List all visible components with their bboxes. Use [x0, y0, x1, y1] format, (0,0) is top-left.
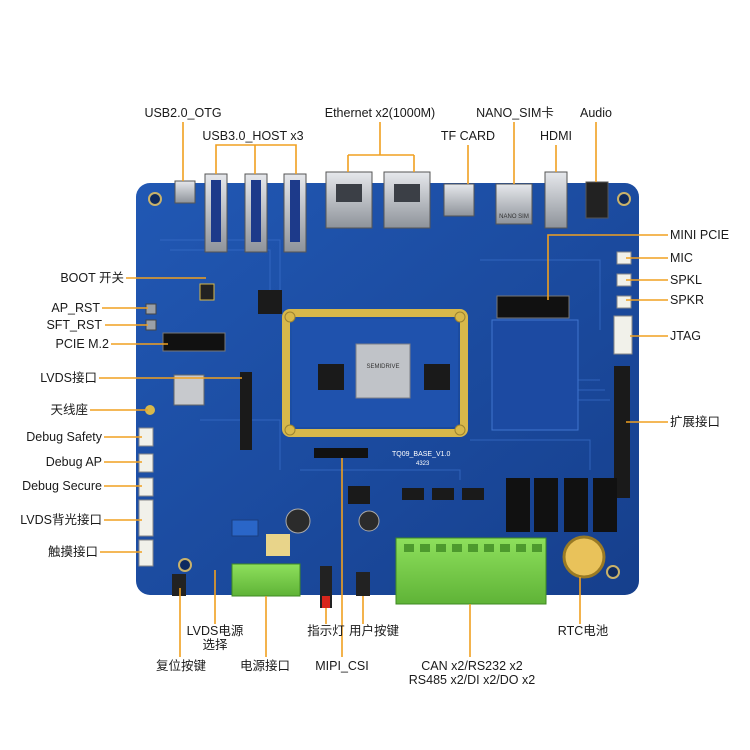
audio-jack: [585, 181, 609, 219]
label-audio: Audio: [580, 106, 612, 120]
user-button-part: [356, 572, 370, 596]
reset-buttons: [145, 303, 157, 331]
board-date-silk: 4323: [416, 461, 430, 467]
indicator-led-tip: [322, 596, 330, 608]
left-side-connectors: [138, 427, 154, 567]
label-nano-sim: NANO_SIM卡: [476, 106, 554, 120]
label-lvds-power-line1: LVDS电源: [186, 624, 244, 638]
label-can-line1: CAN x2/RS232 x2: [421, 659, 523, 673]
label-expansion: 扩展接口: [670, 415, 721, 429]
label-touch: 触摸接口: [47, 545, 98, 559]
memory-chips: [318, 364, 450, 390]
label-power-port: 电源接口: [239, 659, 290, 673]
mounting-holes: [148, 192, 631, 579]
expansion-header: [614, 366, 630, 498]
mipi-csi-connector: [314, 448, 368, 458]
label-lvds-power: LVDS电源 选择: [180, 624, 250, 652]
label-debug-secure: Debug Secure: [22, 479, 102, 493]
label-indicator: 指示灯: [307, 624, 345, 638]
board-model-silk: TQ09_BASE_V1.0: [392, 451, 450, 458]
ic-chip: [258, 290, 282, 314]
label-mic: MIC: [670, 251, 693, 265]
label-mini-pcie: MINI PCIE: [670, 228, 730, 242]
soc-chip: [355, 343, 411, 399]
label-can-rs: CAN x2/RS232 x2 RS485 x2/DI x2/DO x2: [392, 659, 552, 687]
terminal-slots: [404, 544, 542, 552]
label-mipi-csi: MIPI_CSI: [315, 659, 369, 673]
label-ap-rst: AP_RST: [51, 301, 100, 315]
label-can-line2: RS485 x2/DI x2/DO x2: [408, 673, 536, 687]
mini-pcie-area: [491, 319, 579, 431]
label-rtc-battery: RTC电池: [557, 624, 609, 638]
label-antenna: 天线座: [50, 403, 88, 417]
lvds-header: [240, 372, 252, 450]
reset-button-part: [172, 574, 186, 596]
tf-card-slot: [443, 183, 475, 217]
label-usb-host: USB3.0_HOST x3: [202, 129, 304, 143]
label-jtag: JTAG: [670, 329, 702, 343]
hdmi-connector: [544, 171, 568, 229]
core-mount-holes: [284, 311, 466, 436]
label-spkr: SPKR: [670, 293, 705, 307]
label-usb-otg: USB2.0_OTG: [144, 106, 222, 120]
label-debug-safety: Debug Safety: [26, 430, 102, 444]
power-terminal: [231, 563, 301, 597]
nano-sim-mark: NANO SIM: [499, 214, 529, 220]
label-reset-button: 复位按键: [155, 659, 206, 673]
capacitors: [231, 508, 380, 556]
label-boot-switch: BOOT 开关: [60, 271, 124, 285]
label-lvds-backlight: LVDS背光接口: [20, 513, 102, 527]
label-sft-rst: SFT_RST: [46, 318, 102, 332]
label-debug-ap: Debug AP: [45, 455, 102, 469]
wireless-module: [173, 374, 205, 406]
label-lvds-power-line2: 选择: [202, 638, 228, 652]
io-chips: [348, 486, 484, 504]
nano-sim-slot: [495, 183, 533, 225]
label-lvds: LVDS接口: [40, 371, 97, 385]
label-user-button: 用户按键: [348, 624, 399, 638]
usb-otg-connector: [174, 180, 196, 204]
label-tf-card: TF CARD: [440, 129, 496, 143]
label-spkl: SPKL: [670, 273, 702, 287]
ethernet-connectors: [325, 171, 431, 229]
rtc-battery-part: [562, 535, 606, 579]
core-module-frame: [282, 309, 468, 437]
mini-pcie-slot: [496, 295, 570, 319]
antenna-socket: [145, 405, 155, 415]
label-hdmi: HDMI: [540, 129, 572, 143]
usb3-host-connectors: [204, 173, 307, 253]
leader-lines: [90, 122, 668, 657]
label-ethernet: Ethernet x2(1000M): [324, 106, 436, 120]
relays: [506, 478, 617, 532]
pcie-m2-slot: [162, 332, 226, 352]
label-pcie-m2: PCIE M.2: [55, 337, 110, 351]
boot-switch: [199, 283, 215, 301]
soc-brand: SEMIDRIVE: [366, 364, 399, 370]
